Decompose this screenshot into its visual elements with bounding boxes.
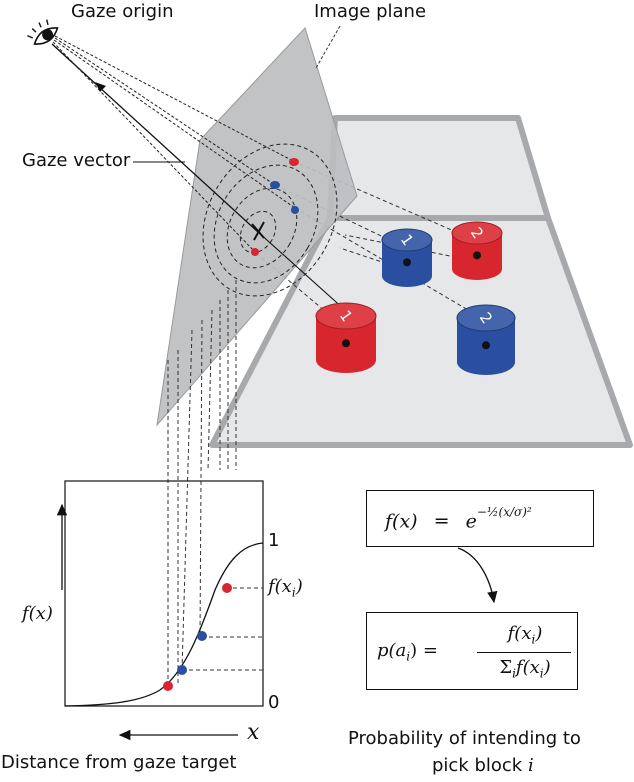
plot-point-red-low bbox=[163, 681, 173, 691]
block-center-dot bbox=[403, 258, 411, 267]
gaze-target-marker bbox=[251, 221, 265, 241]
equation-flow-arrow bbox=[457, 547, 498, 604]
tick-zero-label: 0 bbox=[268, 692, 280, 713]
gaze-ray bbox=[51, 43, 259, 233]
gaussian-equation-box: f(x) = e−½(x/σ)² bbox=[366, 490, 594, 547]
probability-caption-line1: Probability of intending to bbox=[348, 728, 581, 749]
block-top bbox=[451, 221, 503, 245]
gaze-cone-lines bbox=[52, 35, 296, 253]
image-plane bbox=[156, 27, 358, 427]
fx-axis-label: f(x) bbox=[22, 603, 53, 624]
gaze-origin-label: Gaze origin bbox=[71, 1, 174, 22]
gaze-vector-label: Gaze vector bbox=[22, 150, 131, 171]
x-axis-label: x bbox=[247, 720, 260, 745]
block-top bbox=[456, 304, 516, 332]
tick-one-label: 1 bbox=[268, 530, 280, 551]
distance-contours bbox=[202, 143, 338, 297]
block-1: 1 bbox=[381, 228, 433, 287]
block-center-dot bbox=[473, 251, 481, 260]
plot-point-blue-mid bbox=[197, 631, 207, 641]
block-2: 2 bbox=[451, 221, 503, 280]
probability-equation-box: p(ai) = f(xi) Σif(xi) bbox=[366, 612, 578, 690]
gaussian-curve bbox=[64, 542, 264, 707]
probability-equation-numerator: f(xi) bbox=[507, 623, 543, 647]
gaze-target-ray bbox=[257, 231, 346, 311]
image-plane-label: Image plane bbox=[314, 1, 427, 22]
block-top bbox=[381, 228, 433, 252]
fraction-bar bbox=[477, 652, 571, 653]
block-center-dot bbox=[342, 339, 350, 348]
block-3: 1 bbox=[315, 302, 377, 373]
gaze-origin bbox=[27, 19, 346, 311]
probability-caption-line2: pick block i bbox=[432, 755, 534, 776]
eye-icon bbox=[27, 19, 59, 45]
distance-caption: Distance from gaze target bbox=[1, 752, 237, 773]
plot-frame bbox=[64, 480, 264, 707]
probability-equation-lhs: p(ai) = bbox=[377, 640, 438, 664]
block-center-dot bbox=[482, 341, 490, 350]
level-lines bbox=[182, 587, 263, 671]
table-front-section bbox=[209, 215, 633, 448]
gaussian-equation: f(x) = e−½(x/σ)² bbox=[385, 505, 532, 533]
plot-point-red-high bbox=[222, 583, 232, 593]
block-top bbox=[315, 302, 377, 330]
plot-point-blue-low bbox=[177, 665, 187, 675]
fx-i-label: f(xi) bbox=[268, 576, 303, 600]
projected-points bbox=[251, 158, 299, 256]
gaze-ray-arrowhead bbox=[95, 82, 106, 92]
probability-equation-denominator: Σif(xi) bbox=[499, 657, 551, 681]
table bbox=[209, 115, 633, 448]
block-4: 2 bbox=[456, 304, 516, 375]
drop-lines bbox=[167, 280, 237, 686]
likelihood-plot bbox=[56, 480, 264, 741]
